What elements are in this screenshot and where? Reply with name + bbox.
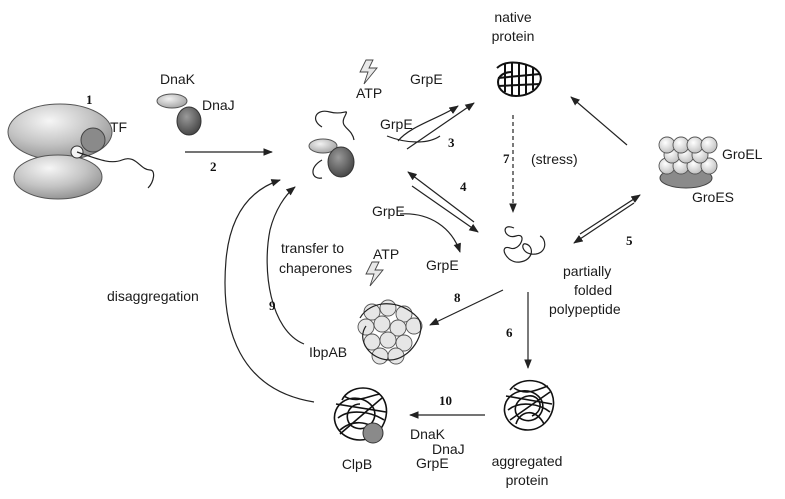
label-transfer-1: transfer to: [281, 240, 344, 256]
label-dnaj-bottom: DnaJ: [432, 441, 465, 457]
label-grpe-top1: GrpE: [410, 71, 443, 87]
clpb-icon: [362, 422, 384, 444]
ribosome: [7, 103, 155, 200]
step-8: 8: [454, 290, 461, 305]
label-clpb: ClpB: [342, 456, 372, 472]
label-dnak-top: DnaK: [160, 71, 196, 87]
dnak-icon: [156, 93, 188, 109]
arrow-disaggregation: [224, 179, 315, 403]
label-groes: GroES: [692, 189, 734, 205]
step-3: 3: [448, 135, 455, 150]
arrow-grpe-mid: [399, 213, 461, 253]
bound-dnak-icon: [308, 138, 338, 154]
label-grpe-mid1: GrpE: [372, 203, 405, 219]
label-grpe-bottom: GrpE: [416, 455, 449, 471]
label-atp-mid: ATP: [373, 246, 399, 262]
step-1: 1: [86, 92, 93, 107]
step-5: 5: [626, 233, 633, 248]
step-10: 10: [439, 393, 452, 408]
label-aggregated-1: aggregated: [492, 453, 563, 469]
arrow-step-4-up: [407, 171, 475, 223]
label-native-1: native: [494, 9, 532, 25]
clpb-aggregate-icon: [333, 387, 388, 444]
label-groel: GroEL: [722, 146, 763, 162]
arrow-step-5-forward: [579, 194, 641, 235]
label-aggregated-2: protein: [506, 472, 549, 488]
arrow-groel-to-native: [570, 96, 628, 146]
arrow-grpe-top: [397, 105, 459, 142]
atp-lightning-icon-top: [359, 59, 378, 85]
step-2: 2: [210, 159, 217, 174]
groel-groes-complex: [658, 136, 718, 189]
label-partial-2: folded: [574, 282, 612, 298]
label-dnak-bottom: DnaK: [410, 426, 446, 442]
arrow-step-4-down: [411, 185, 479, 233]
native-protein-icon: [496, 61, 542, 98]
step-6: 6: [506, 325, 513, 340]
label-dnaj-top: DnaJ: [202, 97, 235, 113]
ibpab-cluster-icon: [357, 299, 423, 365]
arrow-step-8: [429, 289, 504, 326]
trigger-factor: [80, 127, 106, 153]
dnaj-icon: [176, 106, 202, 136]
arrow-step-5-back: [573, 202, 635, 244]
label-grpe-top2: GrpE: [380, 116, 413, 132]
label-stress: (stress): [531, 151, 578, 167]
grpe-release-curve: [386, 135, 441, 143]
label-ibpab: IbpAB: [309, 344, 347, 360]
step-9: 9: [269, 298, 276, 313]
label-native-2: protein: [492, 28, 535, 44]
label-partial-3: polypeptide: [549, 301, 621, 317]
atp-lightning-icon-mid: [365, 261, 384, 287]
label-disaggregation: disaggregation: [107, 288, 199, 304]
label-partial-1: partially: [563, 263, 611, 279]
arrow-step-9: [266, 186, 305, 345]
arrow-step-3: [406, 102, 475, 150]
label-transfer-2: chaperones: [279, 260, 352, 276]
dnak-dnaj-substrate-complex: [308, 110, 355, 179]
bound-dnaj-icon: [327, 146, 355, 178]
partially-folded-polypeptide-icon: [503, 226, 546, 263]
label-atp-top: ATP: [356, 85, 382, 101]
nascent-chain: [76, 151, 155, 189]
label-tf: TF: [110, 119, 127, 135]
step-4: 4: [460, 179, 467, 194]
aggregated-protein-icon: [503, 379, 555, 431]
ribosome-small-subunit: [13, 154, 103, 200]
step-7: 7: [503, 151, 510, 166]
label-grpe-mid2: GrpE: [426, 257, 459, 273]
